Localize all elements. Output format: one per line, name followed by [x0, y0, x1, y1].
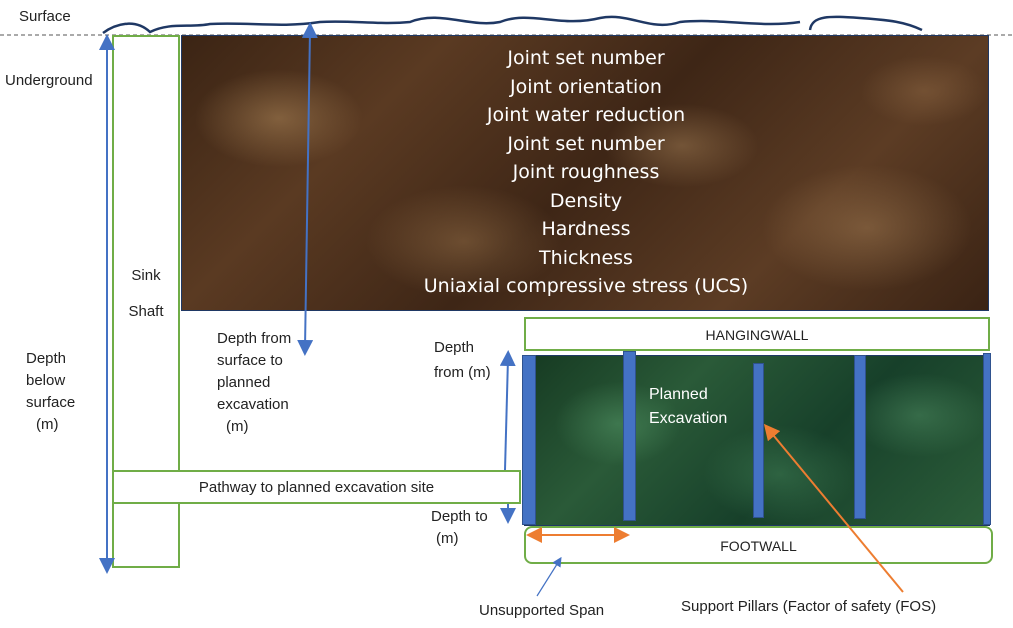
surface-profile-right [808, 15, 923, 32]
depth-from-arrow [499, 350, 516, 471]
unsupported-span-label: Unsupported Span [479, 602, 605, 619]
rock-mass: Joint set number Joint orientation Joint… [181, 35, 989, 311]
depth-below-surface-label: Depth below surface (m) [26, 348, 75, 436]
support-pillar [522, 355, 536, 525]
shaft-label-line1: Sink [131, 267, 161, 284]
rock-property-item: Uniaxial compressive stress (UCS) [423, 275, 749, 297]
depth-from-surface-line: Depth from [217, 330, 292, 347]
depth-below-line: surface [26, 394, 76, 411]
rock-property-item: Joint orientation [510, 75, 662, 98]
rock-property-item: Thickness [539, 246, 633, 269]
depth-from-surface-label: Depth from surface to planned excavation… [217, 328, 291, 438]
footwall-label: FOOTWALL [720, 538, 797, 554]
depth-below-line: below [26, 372, 66, 389]
pathway-label: Pathway to planned excavation site [198, 479, 435, 496]
footwall: FOOTWALL [524, 526, 993, 564]
depth-from-label: Depth from (m) [434, 335, 491, 385]
hangingwall-label: HANGINGWALL [705, 327, 809, 343]
depth-from-line: Depth [434, 339, 475, 356]
excavation-label-line1: Planned [649, 386, 708, 403]
underground-label: Underground [5, 72, 93, 89]
depth-from-surface-line: planned [217, 374, 271, 391]
surface-label: Surface [19, 8, 71, 25]
depth-from-line: from (m) [434, 364, 491, 381]
support-pillar [854, 355, 866, 519]
depth-from-surface-line: excavation [217, 396, 289, 413]
support-pillar [753, 363, 764, 518]
support-pillar [623, 351, 636, 521]
rock-properties-list: Joint set number Joint orientation Joint… [182, 44, 988, 301]
surface-profile [102, 15, 801, 35]
support-pillar [983, 353, 991, 525]
rock-property-item: Hardness [541, 218, 631, 240]
rock-property-item: Joint set number [507, 47, 665, 69]
depth-from-surface-line: surface to [217, 352, 283, 369]
hangingwall: HANGINGWALL [524, 317, 990, 351]
depth-below-line: Depth [26, 350, 67, 367]
excavation-label-line2: Excavation [649, 410, 728, 427]
unsupported-span-pointer [536, 556, 562, 597]
depth-to-line: (m) [436, 530, 459, 547]
depth-below-line: (m) [36, 416, 59, 433]
shaft-label-line2: Shaft [128, 303, 164, 320]
support-pillars-label: Support Pillars (Factor of safety (FOS) [681, 598, 937, 615]
rock-property-item: Joint water reduction [486, 104, 686, 126]
depth-to-label: Depth to (m) [431, 506, 488, 550]
depth-to-line: Depth to [431, 508, 488, 525]
rock-property-item: Joint roughness [512, 161, 660, 183]
depth-from-surface-line: (m) [226, 418, 249, 435]
rock-property-item: Density [549, 189, 623, 212]
rock-property-item: Joint set number [507, 132, 665, 155]
pathway: Pathway to planned excavation site [112, 470, 521, 504]
